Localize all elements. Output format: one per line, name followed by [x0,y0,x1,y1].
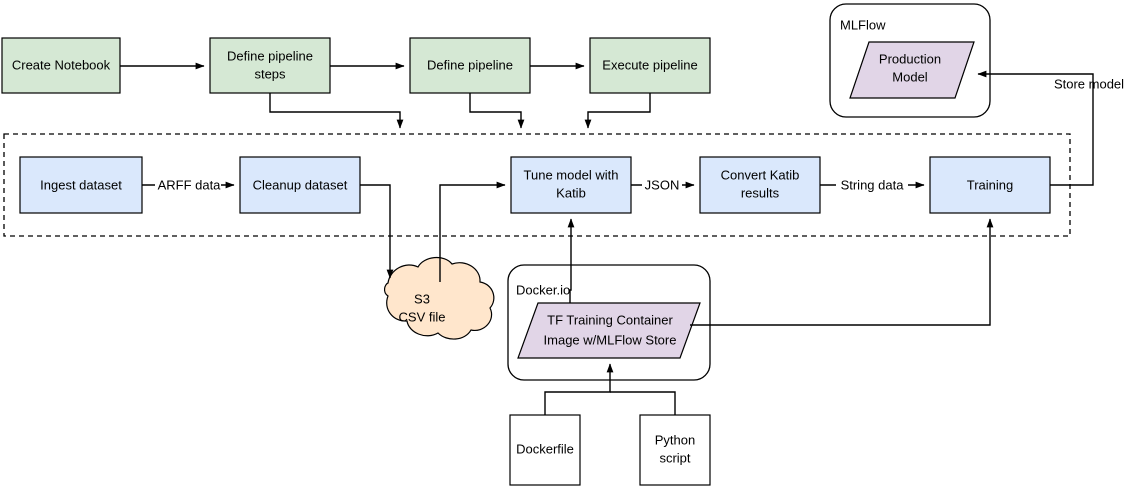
json-label-bg [642,177,682,193]
node-create-notebook[interactable] [1,37,121,94]
node-s3-cloud[interactable] [383,257,495,340]
edge-execute-pipeline-to-group [584,93,651,129]
s3-label-line1: S3 [414,291,430,306]
production-model-label-line1: Production [879,51,941,66]
node-ingest-dataset[interactable] [19,156,143,214]
execute-pipeline-label: Execute pipeline [602,57,697,72]
s3-label-line2: CSV file [399,309,446,324]
production-model-shape [849,41,975,99]
dockerfile-label: Dockerfile [516,441,574,456]
edge-training-to-production-model [977,70,1094,186]
define-pipeline-steps-label-line2: steps [254,66,286,81]
convert-katib-label-line2: results [741,185,780,200]
edge-cleanup-to-s3 [360,184,394,279]
production-model-label-line2: Model [892,69,928,84]
python-script-label-line1: Python [655,432,695,447]
edge-tf-container-to-training [690,218,994,326]
edge-label-json: JSON [645,177,680,192]
string-data-label-bg [836,177,908,193]
node-cleanup-dataset[interactable] [239,156,361,214]
define-pipeline-steps-label-line1: Define pipeline [227,48,313,63]
tune-model-label-line2: Katib [556,185,586,200]
edge-python-script-to-tf-container [610,391,676,415]
mlflow-container [829,3,991,118]
node-define-pipeline[interactable] [409,37,531,94]
tf-training-container-label-line1: TF Training Container [547,312,673,327]
tune-model-label-line1: Tune model with [524,167,619,182]
ingest-dataset-label: Ingest dataset [40,177,122,192]
node-define-pipeline-steps[interactable] [209,37,331,94]
node-training[interactable] [929,156,1051,214]
node-tune-model-katib[interactable] [510,156,632,214]
define-pipeline-label: Define pipeline [427,57,513,72]
cleanup-dataset-label: Cleanup dataset [253,177,348,192]
python-script-label-line2: script [659,450,690,465]
edge-s3-to-tune-model [439,181,506,282]
edge-define-steps-to-group [269,93,404,129]
tf-training-container-shape [517,302,701,359]
dockerio-container-label: Docker.io [516,282,570,297]
edge-dockerfile-to-tf-container [544,363,614,415]
node-convert-katib-results[interactable] [699,156,821,214]
mlflow-container-label: MLFlow [840,17,886,32]
edge-label-arff-data: ARFF data [158,177,222,192]
dockerio-container [507,264,711,381]
edge-define-pipeline-to-group [469,93,525,129]
edge-tf-container-to-tune-model [567,218,575,303]
tf-training-container-label-line2: Image w/MLFlow Store [544,332,677,347]
create-notebook-label: Create Notebook [12,57,111,72]
node-python-script[interactable] [639,414,711,486]
convert-katib-label-line1: Convert Katib [721,167,800,182]
node-execute-pipeline[interactable] [589,37,711,94]
arff-data-label-bg [155,177,221,193]
training-label: Training [967,177,1013,192]
edge-label-store-model: Store model [1054,76,1124,91]
edge-label-string-data: String data [841,177,905,192]
node-dockerfile[interactable] [509,414,581,486]
